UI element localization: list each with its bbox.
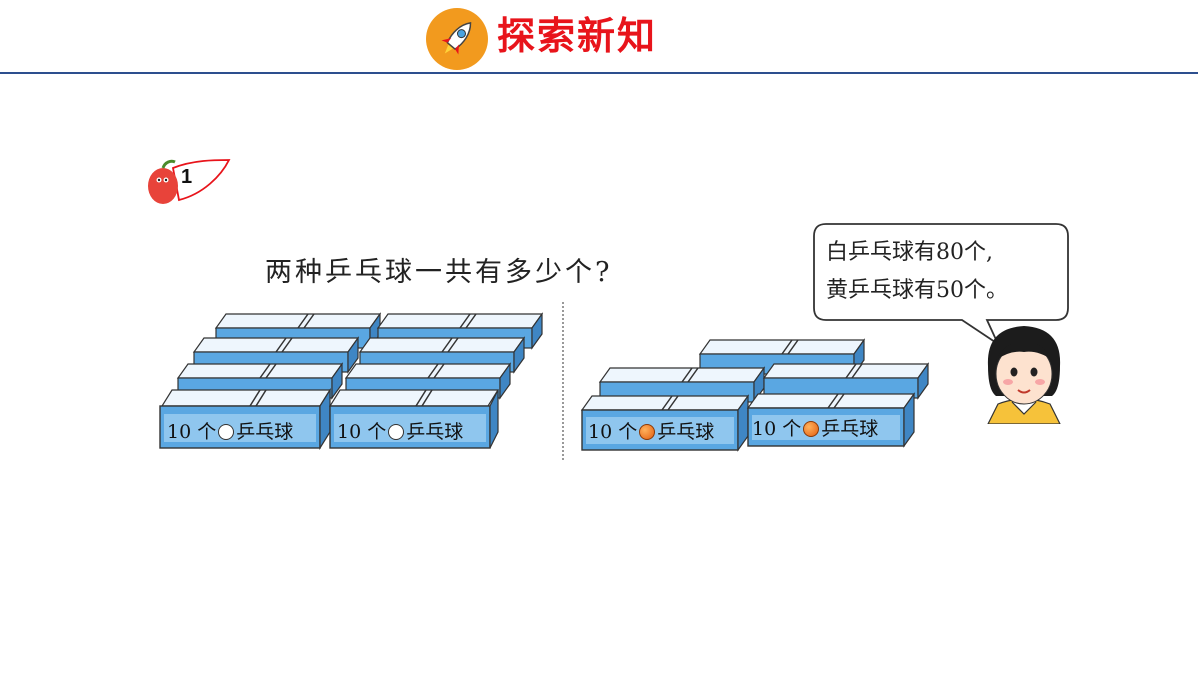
rocket-icon (426, 8, 488, 70)
white-box-label-right: 10 个乒乓球 (337, 420, 463, 444)
white-box-label-left: 10 个乒乓球 (167, 420, 293, 444)
white-box-front-left (159, 387, 332, 451)
box-product: 乒乓球 (406, 421, 464, 443)
box-count: 10 个 (337, 421, 387, 443)
step-number: 1 (181, 166, 193, 188)
yellow-box-front-left (580, 394, 750, 452)
white-ball-icon (218, 424, 235, 440)
box-product: 乒乓球 (821, 418, 879, 440)
speech-bubble-text: 白乒乓球有80个, 黄乒乓球有50个。 (826, 234, 1008, 310)
pepper-step-icon (148, 159, 231, 204)
ping-pong-boxes-illustration (159, 313, 929, 452)
box-count: 10 个 (752, 418, 802, 440)
white-balls-statement: 白乒乓球有80个, (826, 240, 993, 265)
box-product: 乒乓球 (236, 421, 294, 443)
box-product: 乒乓球 (657, 421, 715, 443)
orange-ball-icon (803, 421, 820, 437)
header-divider (0, 72, 1198, 74)
yellow-box-label-right: 10 个乒乓球 (752, 417, 878, 441)
header: 探索新知 (0, 0, 1200, 80)
orange-ball-icon (639, 424, 656, 440)
page-title: 探索新知 (497, 14, 658, 58)
white-box-front-right (328, 389, 500, 449)
speech-bubble (813, 223, 1069, 347)
girl-character-icon (987, 326, 1061, 424)
white-ball-icon (388, 424, 405, 440)
yellow-box-front-right (746, 392, 916, 448)
question-text: 两种乒乓球一共有多少个? (265, 257, 613, 288)
yellow-box-label-left: 10 个乒乓球 (588, 420, 714, 444)
group-divider (562, 302, 564, 460)
box-count: 10 个 (167, 421, 217, 443)
yellow-balls-statement: 黄乒乓球有50个。 (826, 278, 1008, 303)
box-count: 10 个 (588, 421, 638, 443)
